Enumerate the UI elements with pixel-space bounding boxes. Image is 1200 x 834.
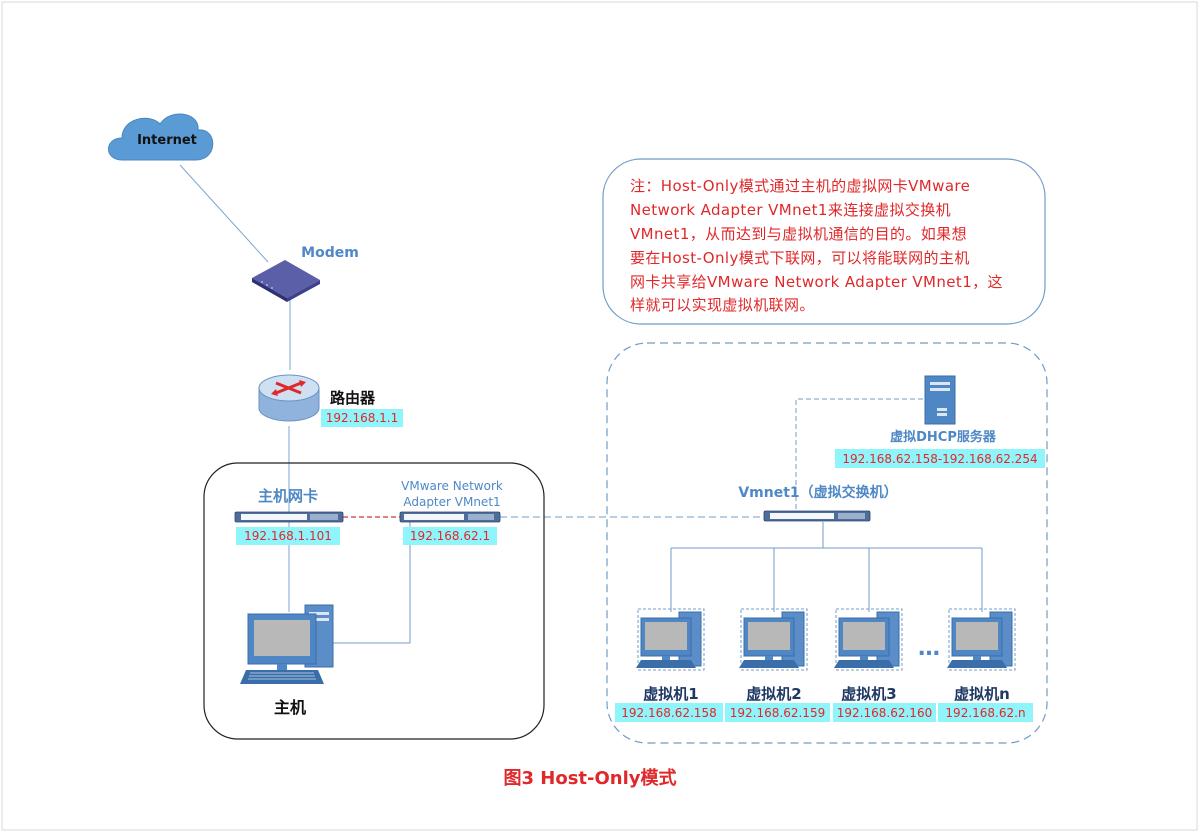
note-line-4: 要在Host-Only模式下联网，可以将能联网的主机 [630, 249, 970, 267]
router-ip-box [321, 409, 403, 427]
adapter-host-link [333, 522, 411, 644]
internet-label: Internet [137, 133, 197, 148]
modem-label: Modem [301, 245, 359, 261]
vm-node: 虚拟机n 192.168.62.n [938, 608, 1033, 722]
host-label: 主机 [274, 698, 306, 717]
vm-node: 虚拟机2 192.168.62.159 [725, 608, 830, 722]
internet-cloud-icon [108, 113, 214, 161]
note-line-5: 网卡共享给VMware Network Adapter VMnet1，这 [630, 273, 1003, 291]
vmnet1-adapter-ip-box [403, 527, 497, 545]
vswitch-icon [763, 510, 871, 522]
figure-caption: 图3 Host-Only模式 [503, 767, 676, 789]
vswitch-dhcp-link [795, 398, 925, 509]
vm-computer-icon [636, 608, 705, 671]
dhcp-server-icon [924, 375, 956, 425]
host-nic-label: 主机网卡 [258, 487, 318, 505]
vm-ellipsis: … [918, 636, 940, 661]
host-nic-switch-icon [234, 511, 344, 523]
note-line-3: VMnet1，从而达到与虚拟机通信的目的。如果想 [630, 225, 967, 243]
host-computer-icon [240, 604, 334, 684]
router-ip: 192.168.1.1 [326, 411, 399, 425]
vm-ip-box [938, 703, 1033, 722]
host-nic-ip-box [236, 527, 340, 545]
vswitch-label: Vmnet1（虚拟交换机） [738, 484, 897, 501]
virtual-network-container [606, 342, 1048, 744]
vm-ip: 192.168.62.158 [621, 706, 716, 720]
note-line-2: Network Adapter VMnet1来连接虚拟交换机 [630, 201, 951, 219]
host-container [203, 462, 545, 740]
vm-node: 虚拟机1 192.168.62.158 [615, 608, 723, 722]
vm-label: 虚拟机1 [643, 685, 698, 703]
internet-modem-link [179, 164, 269, 263]
note-bubble [602, 158, 1046, 325]
dhcp-ip-range: 192.168.62.158-192.168.62.254 [842, 452, 1037, 466]
vm-ip-box [833, 703, 936, 722]
vm-computer-icon [739, 608, 808, 671]
vm-ip-box [615, 703, 723, 722]
vmnet1-adapter-label-line1: VMware Network [401, 479, 503, 493]
vm-label: 虚拟机3 [841, 685, 896, 703]
vm-computer-icon [947, 608, 1016, 671]
note-line-6: 样就可以实现虚拟机联网。 [630, 296, 815, 314]
vmnet1-adapter-label-line2: Adapter VMnet1 [403, 495, 500, 509]
router-label: 路由器 [330, 389, 376, 407]
dhcp-ip-range-box [835, 449, 1045, 468]
vm-ip: 192.168.62.159 [730, 706, 825, 720]
router-icon [258, 374, 320, 422]
vm-computer-icon [834, 608, 903, 671]
vm-ip: 192.168.62.n [945, 706, 1025, 720]
vm-label: 虚拟机2 [746, 685, 801, 703]
dhcp-server-label: 虚拟DHCP服务器 [890, 429, 997, 445]
note-line-1: 注：Host-Only模式通过主机的虚拟网卡VMware [630, 177, 970, 195]
vm-ip: 192.168.62.160 [837, 706, 932, 720]
vm-node: 虚拟机3 192.168.62.160 [833, 608, 936, 722]
vm-label: 虚拟机n [954, 685, 1010, 703]
vmnet1-adapter-ip: 192.168.62.1 [410, 529, 490, 543]
virtual-machines: 虚拟机1 192.168.62.158 虚拟机2 192.168.62.159 虚拟机3… [615, 608, 1033, 722]
modem-icon [252, 260, 320, 302]
connections [179, 164, 983, 644]
vm-ip-box [725, 703, 830, 722]
host-nic-ip: 192.168.1.101 [244, 529, 332, 543]
vmnet1-adapter-switch-icon [399, 511, 501, 523]
